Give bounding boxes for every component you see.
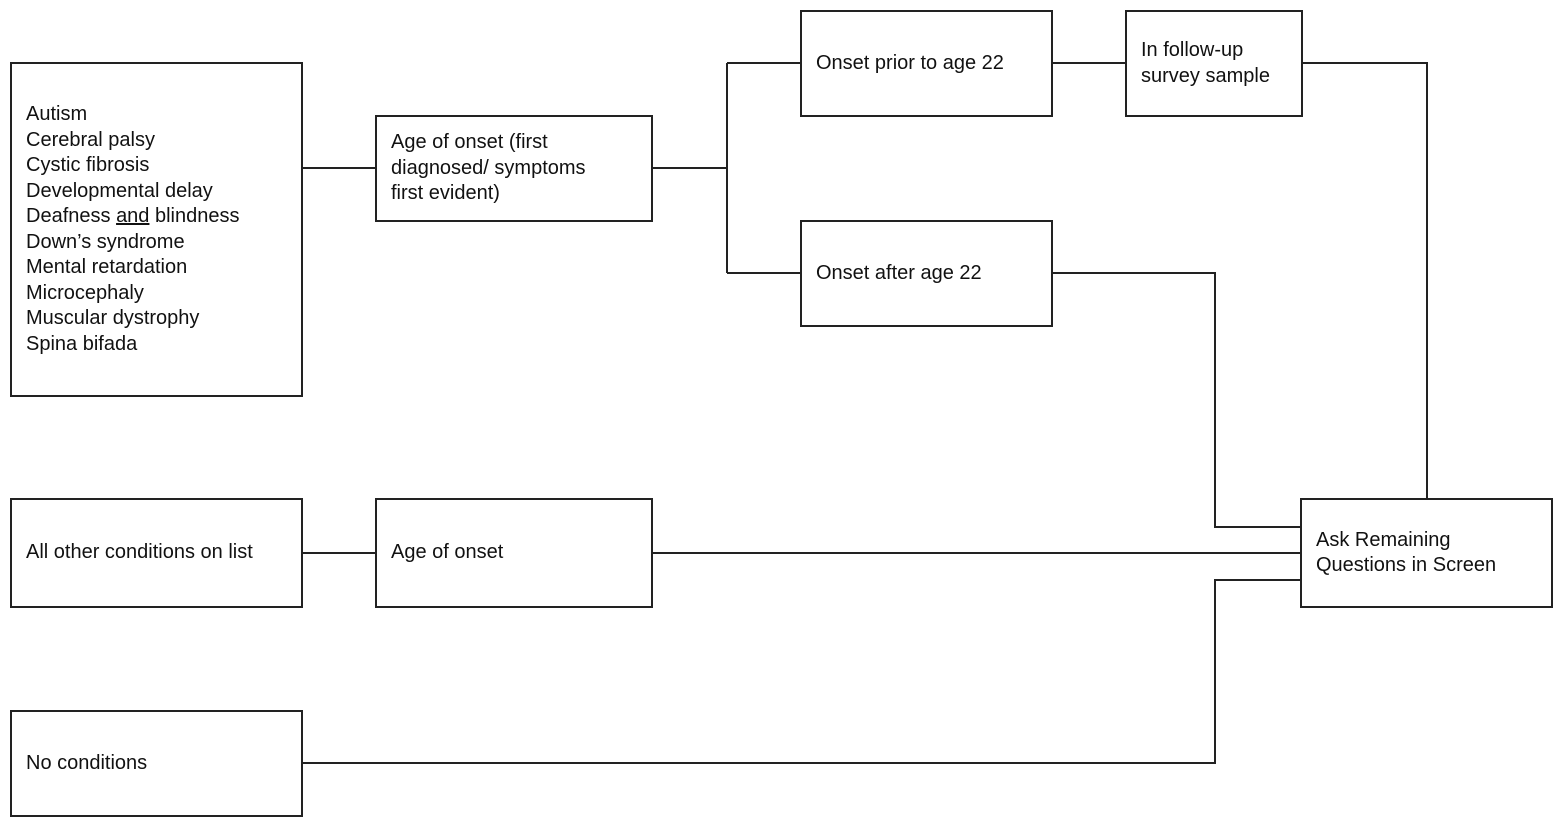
no-conditions-box: No conditions [10, 710, 303, 817]
onset-prior-box: Onset prior to age 22 [800, 10, 1053, 117]
age-of-onset-detail-text: Age of onset (first diagnosed/ symptoms … [391, 131, 586, 205]
onset-after-text: Onset after age 22 [816, 261, 982, 284]
follow-up-box: In follow-up survey sample [1125, 10, 1303, 117]
condition-item: Muscular dystrophy [26, 307, 200, 329]
connector-none-to-ask [303, 579, 1300, 764]
onset-after-box: Onset after age 22 [800, 220, 1053, 327]
condition-item: Autism [26, 103, 88, 125]
no-conditions-text: No conditions [26, 751, 148, 774]
age-of-onset-detail-box: Age of onset (first diagnosed/ symptoms … [375, 115, 653, 222]
age-of-onset-box: Age of onset [375, 498, 653, 608]
onset-prior-text: Onset prior to age 22 [816, 51, 1004, 74]
condition-item: Cystic fibrosis [26, 154, 150, 176]
conditions-box: Autism Cerebral palsy Cystic fibrosis De… [10, 62, 303, 397]
follow-up-text: In follow-up survey sample [1141, 39, 1270, 87]
condition-item: Down’s syndrome [26, 230, 185, 253]
condition-underlined-and: and [116, 205, 150, 227]
condition-item: Microcephaly [26, 281, 144, 304]
ask-remaining-text: Ask Remaining Questions in Screen [1316, 528, 1497, 577]
other-conditions-box: All other conditions on list [10, 498, 303, 608]
condition-item-deafness: Deafness and blindness [26, 204, 240, 230]
connector-after-to-ask [1053, 272, 1300, 528]
condition-text: blindness [149, 205, 240, 227]
condition-item: Spina bifada [26, 332, 138, 355]
condition-item: Cerebral palsy [26, 128, 155, 151]
conditions-list: Autism Cerebral palsy Cystic fibrosis De… [26, 102, 240, 357]
age-of-onset-text: Age of onset [391, 541, 504, 564]
condition-item: Developmental delay [26, 179, 213, 202]
condition-item: Mental retardation [26, 256, 188, 278]
other-conditions-text: All other conditions on list [26, 541, 253, 564]
condition-text: Deafness [26, 205, 117, 227]
ask-remaining-box: Ask Remaining Questions in Screen [1300, 498, 1553, 608]
connector-followup-to-ask [1303, 62, 1428, 498]
